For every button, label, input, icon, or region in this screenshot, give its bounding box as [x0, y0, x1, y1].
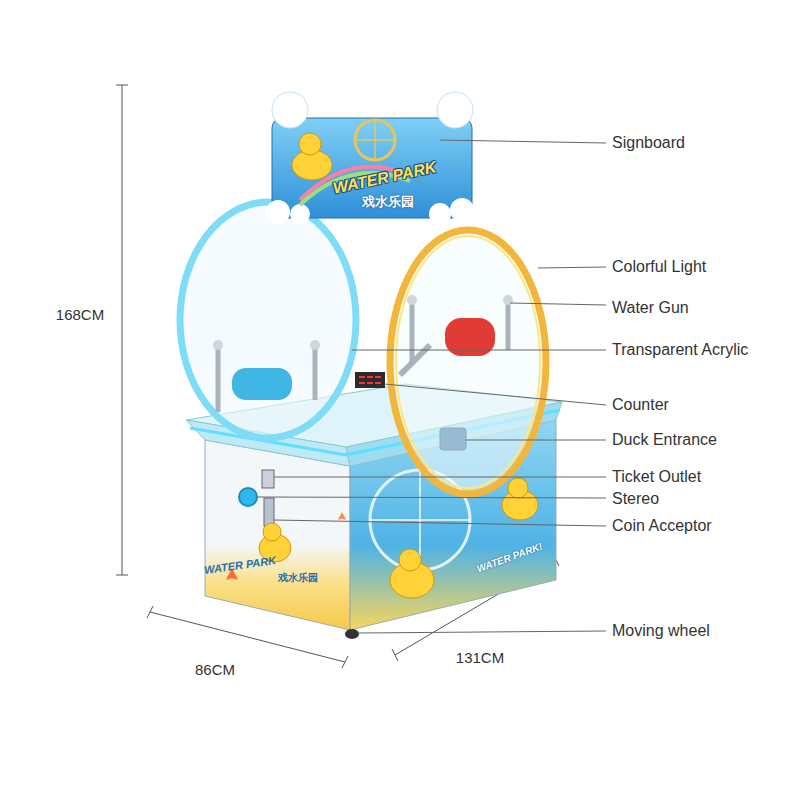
callout-label: Water Gun: [612, 299, 689, 317]
signboard: [266, 92, 474, 225]
side-logo: WATER PARK!: [476, 541, 545, 575]
callout-label: Coin Acceptor: [612, 517, 712, 535]
dimension-lines: [116, 85, 559, 668]
dimension-label: 168CM: [56, 306, 104, 323]
leader-lines: [257, 140, 606, 633]
left-dome: [180, 202, 356, 438]
callout-label: Colorful Light: [612, 258, 706, 276]
cabinet-logo-chinese: 戏水乐园: [278, 572, 318, 584]
callout-label: Ticket Outlet: [612, 468, 701, 486]
cabinet-logo: WATER PARK: [203, 554, 276, 577]
dimension-label: 86CM: [195, 661, 235, 678]
callout-label: Transparent Acrylic: [612, 341, 748, 359]
callout-label: Moving wheel: [612, 622, 710, 640]
right-dome: [390, 230, 546, 494]
dimension-label: 131CM: [456, 649, 504, 666]
callout-label: Signboard: [612, 134, 685, 152]
callout-label: Counter: [612, 396, 669, 414]
callout-label: Duck Entrance: [612, 431, 717, 449]
callout-label: Stereo: [612, 490, 659, 508]
sign-logo-chinese: 戏水乐园: [362, 195, 414, 210]
counter: [355, 372, 385, 388]
sign-logo: WATER PARK: [332, 158, 439, 198]
